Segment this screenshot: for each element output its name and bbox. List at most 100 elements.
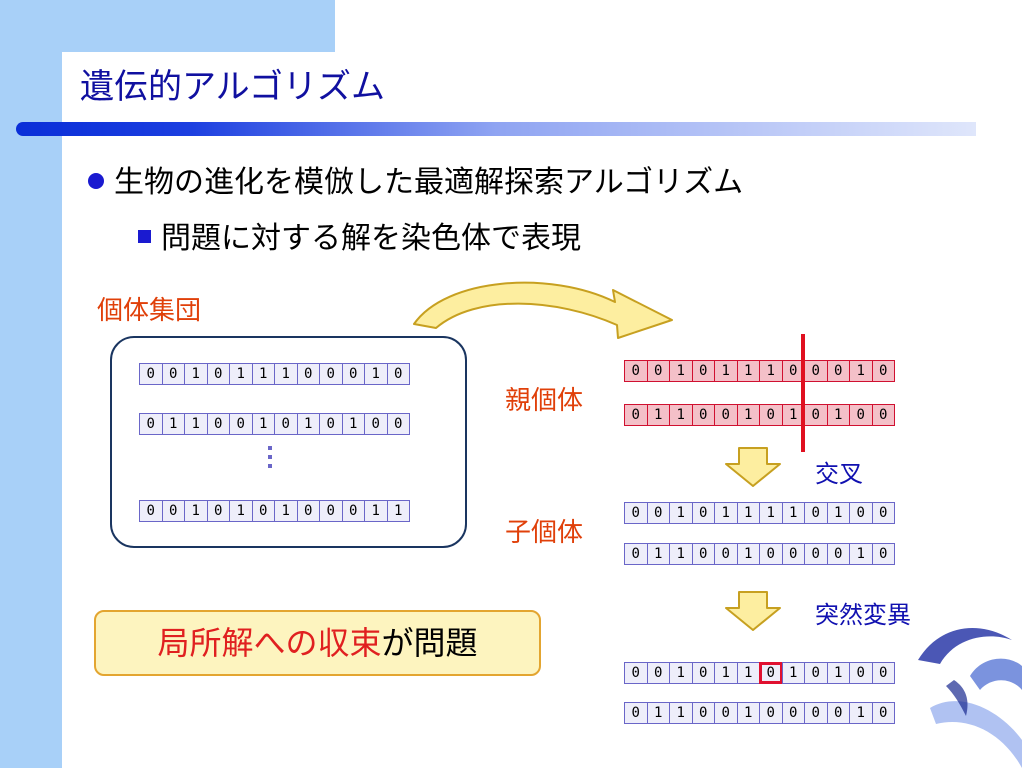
bit-cell: 1 [826, 502, 850, 524]
bit-cell: 0 [319, 363, 343, 385]
bit-cell: 0 [804, 543, 828, 565]
bit-cell: 1 [184, 413, 208, 435]
bit-cell: 1 [669, 502, 693, 524]
bit-cell: 0 [624, 360, 648, 382]
bit-cell: 0 [781, 543, 805, 565]
bit-cell: 1 [714, 502, 738, 524]
bit-cell: 0 [319, 500, 343, 522]
bit-cell: 0 [139, 500, 163, 522]
abstract-swirl-logo-icon [918, 628, 1022, 768]
bit-cell: 1 [669, 702, 693, 724]
bit-cell: 1 [669, 360, 693, 382]
bit-cell: 0 [781, 360, 805, 382]
bit-cell: 0 [296, 500, 320, 522]
bit-cell: 0 [759, 404, 783, 426]
bullet-level2: 問題に対する解を染色体で表現 [138, 219, 581, 259]
bit-cell: 0 [826, 702, 850, 724]
bit-cell: 0 [849, 404, 873, 426]
square-bullet-icon [138, 230, 151, 243]
ellipsis-icon [266, 446, 274, 473]
bit-cell: 0 [251, 500, 275, 522]
bit-cell: 1 [251, 363, 275, 385]
bit-cell: 1 [386, 500, 410, 522]
bit-cell: 0 [871, 662, 895, 684]
circle-bullet-icon [88, 172, 104, 189]
bit-cell: 0 [871, 702, 895, 724]
bit-cell: 0 [319, 413, 343, 435]
problem-highlight: 局所解への収束 [157, 624, 382, 662]
mutated-bit-cell: 0 [759, 662, 783, 684]
down-arrow-icon [725, 447, 781, 487]
parents-label: 親個体 [505, 386, 584, 416]
bit-cell: 1 [826, 404, 850, 426]
bit-cell: 1 [781, 502, 805, 524]
bit-cell: 0 [691, 360, 715, 382]
crossover-label: 交叉 [815, 460, 863, 488]
bit-cell: 1 [229, 363, 253, 385]
problem-callout: 局所解への収束が問題 [94, 610, 541, 676]
bit-cell: 0 [624, 502, 648, 524]
bit-cell: 1 [849, 360, 873, 382]
bit-cell: 0 [804, 502, 828, 524]
bit-cell: 0 [826, 543, 850, 565]
bullet-level2-text: 問題に対する解を染色体で表現 [161, 221, 581, 256]
bit-cell: 1 [646, 543, 670, 565]
bit-cell: 1 [364, 500, 388, 522]
bullet-level1: 生物の進化を模倣した最適解探索アルゴリズム [88, 163, 743, 203]
bit-cell: 0 [804, 662, 828, 684]
bit-cell: 1 [736, 360, 760, 382]
bit-cell: 0 [364, 413, 388, 435]
bit-cell: 1 [736, 543, 760, 565]
bit-cell: 0 [826, 360, 850, 382]
bit-cell: 0 [691, 662, 715, 684]
bit-cell: 1 [736, 702, 760, 724]
bit-cell: 0 [804, 360, 828, 382]
bit-cell: 0 [274, 413, 298, 435]
bit-cell: 0 [849, 502, 873, 524]
bit-cell: 1 [229, 500, 253, 522]
bit-cell: 0 [849, 662, 873, 684]
bit-cell: 0 [871, 502, 895, 524]
bit-cell: 0 [871, 404, 895, 426]
bit-cell: 1 [274, 363, 298, 385]
bullet-level1-text: 生物の進化を模倣した最適解探索アルゴリズム [114, 165, 744, 200]
bit-cell: 0 [161, 500, 185, 522]
bit-cell: 0 [139, 363, 163, 385]
bit-cell: 1 [274, 500, 298, 522]
title-underline [16, 122, 976, 136]
bit-cell: 1 [714, 662, 738, 684]
title-panel [62, 52, 1024, 122]
bit-cell: 0 [871, 543, 895, 565]
bit-cell: 0 [341, 363, 365, 385]
bit-cell: 1 [849, 702, 873, 724]
bit-cell: 0 [714, 404, 738, 426]
bit-cell: 0 [691, 702, 715, 724]
bit-cell: 0 [386, 363, 410, 385]
curved-arrow-icon [413, 281, 673, 339]
bit-cell: 0 [781, 702, 805, 724]
bit-cell: 1 [736, 404, 760, 426]
bit-cell: 0 [139, 413, 163, 435]
bit-cell: 1 [184, 363, 208, 385]
bit-cell: 1 [646, 702, 670, 724]
bit-cell: 1 [759, 502, 783, 524]
bit-cell: 1 [781, 662, 805, 684]
bit-cell: 0 [624, 702, 648, 724]
bit-cell: 0 [691, 404, 715, 426]
down-arrow-icon [725, 591, 781, 631]
bit-cell: 1 [669, 404, 693, 426]
bit-cell: 1 [364, 363, 388, 385]
bit-cell: 1 [736, 662, 760, 684]
bit-cell: 0 [646, 360, 670, 382]
bit-cell: 0 [691, 502, 715, 524]
crossover-point-line [801, 334, 805, 452]
bit-cell: 0 [714, 543, 738, 565]
bit-cell: 0 [161, 363, 185, 385]
top-accent-block [0, 0, 335, 52]
